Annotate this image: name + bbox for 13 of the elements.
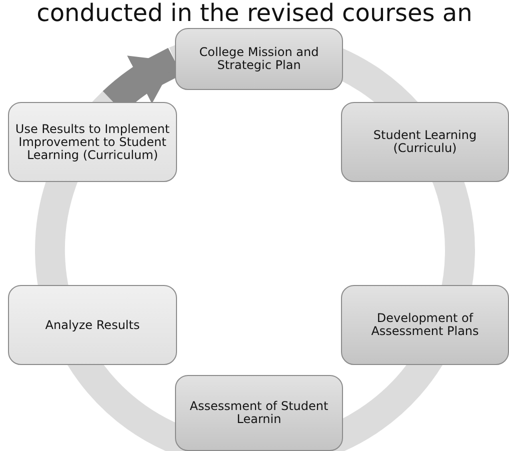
process-box	[175, 375, 343, 451]
process-box	[8, 102, 177, 182]
process-box	[341, 102, 509, 182]
box-label: Analyze Results	[45, 318, 140, 332]
process-box	[8, 285, 177, 365]
process-box	[341, 285, 509, 365]
box-label: Development of Assessment Plans	[370, 312, 480, 338]
process-box	[175, 28, 343, 90]
box-label: Assessment of Student Learnin	[188, 400, 330, 426]
heading-fragment: conducted in the revised courses an	[36, 0, 474, 26]
box-label: Use Results to Implement Improvement to Student Learning (Curriculum)	[14, 122, 171, 162]
box-label: Student Learning (Curriculu)	[372, 129, 478, 155]
box-label: College Mission and Strategic Plan	[198, 46, 320, 72]
